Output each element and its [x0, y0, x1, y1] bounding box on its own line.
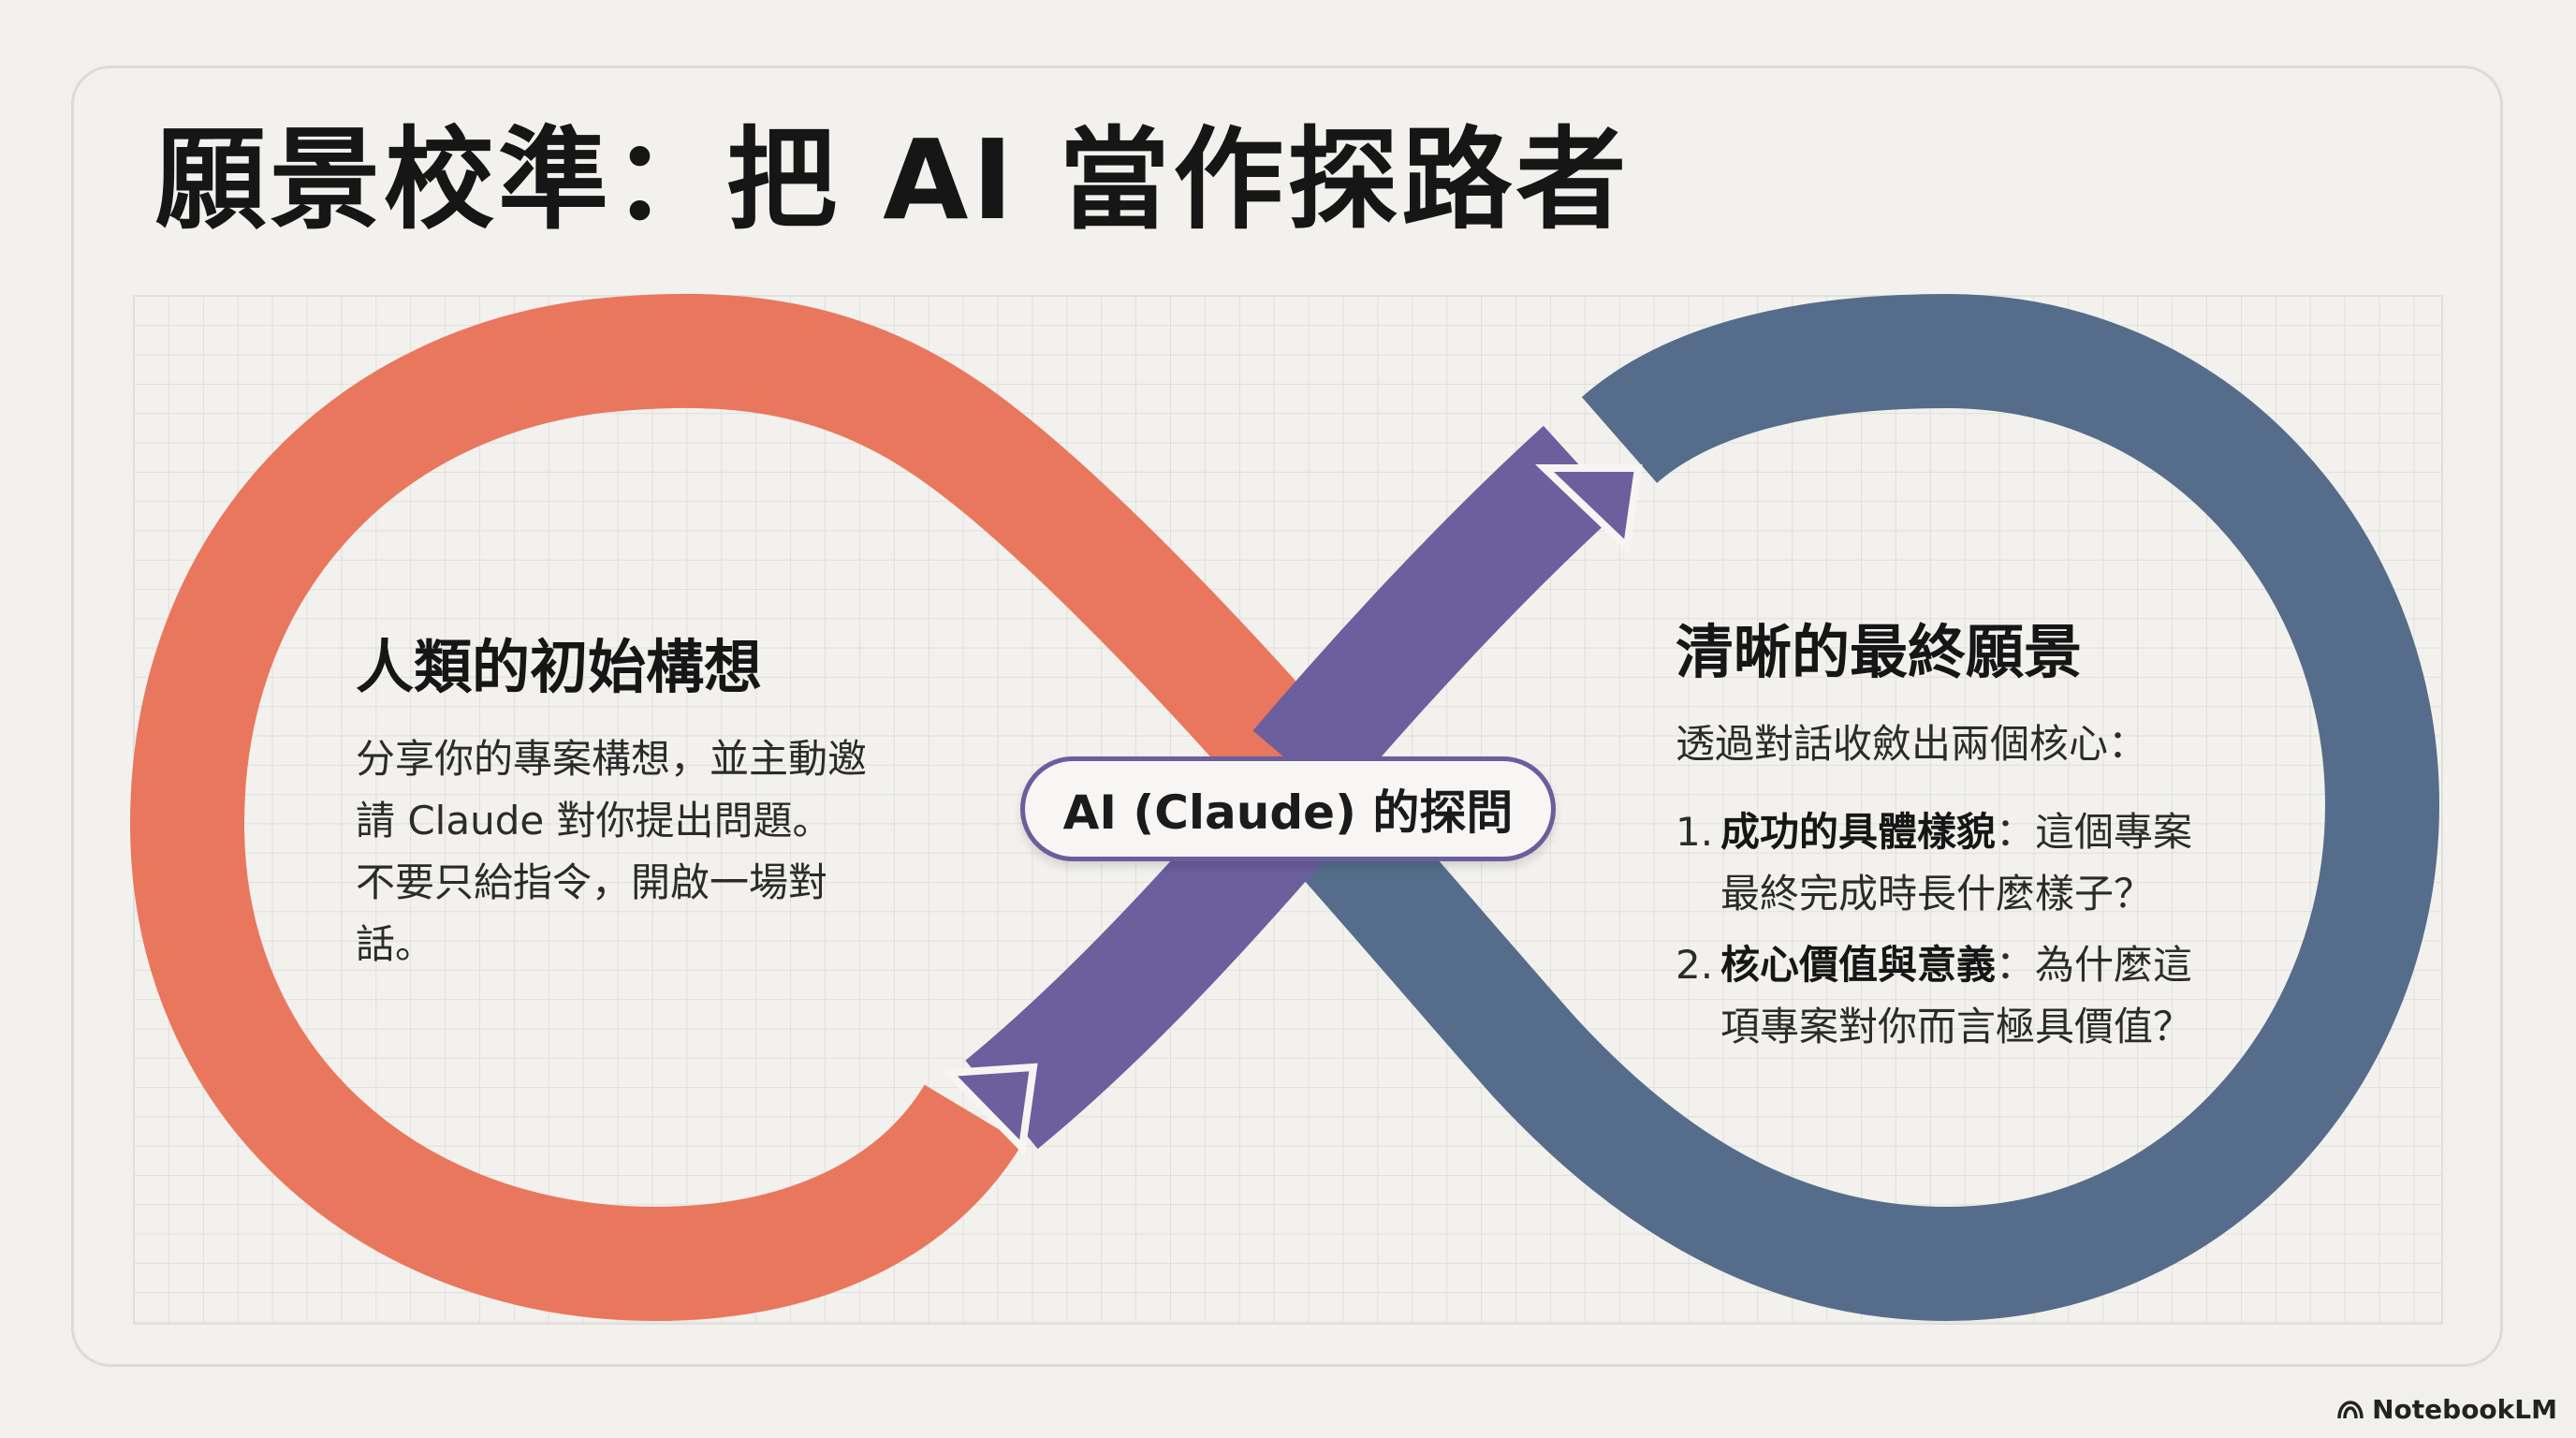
ai-inquiry-arrowhead-upper — [1535, 464, 1643, 555]
human-idea-line: 請 Claude 對你提出問題。 — [356, 798, 832, 844]
final-vision-block: 清晰的最終願景 透過對話收斂出兩個核心： 1.成功的具體樣貌：這個專案 最終完成… — [1676, 618, 2275, 1067]
vision-point-text: ：這個專案 — [1996, 809, 2193, 856]
human-idea-loop — [129, 293, 1339, 1322]
vision-point-number: 1. — [1676, 809, 1714, 856]
vision-point-2: 2.核心價值與意義：為什麼這 項專案對你而言極具價值？ — [1676, 934, 2275, 1058]
human-idea-text: 分享你的專案構想，並主動邀 請 Claude 對你提出問題。 不要只給指令，開啟… — [356, 728, 955, 976]
brand-label: NotebookLM — [2372, 1394, 2557, 1425]
vision-point-text: 最終完成時長什麼樣子？ — [1720, 871, 2154, 917]
vision-point-title: 成功的具體樣貌 — [1720, 809, 1997, 856]
human-idea-block: 人類的初始構想 分享你的專案構想，並主動邀 請 Claude 對你提出問題。 不… — [356, 633, 955, 976]
vision-point-1: 1.成功的具體樣貌：這個專案 最終完成時長什麼樣子？ — [1676, 801, 2275, 925]
notebooklm-watermark: NotebookLM — [2336, 1394, 2557, 1425]
human-idea-line: 不要只給指令，開啟一場對 — [356, 859, 828, 906]
page-title: 願景校準：把 AI 當作探路者 — [155, 115, 1631, 244]
ai-inquiry-label: AI (Claude) 的探問 — [1020, 756, 1556, 861]
ai-inquiry-arrowhead-lower — [941, 1063, 1038, 1156]
vision-point-text: 項專案對你而言極具價值？ — [1720, 1004, 2193, 1050]
human-idea-line: 話。 — [356, 921, 435, 968]
final-vision-heading: 清晰的最終願景 — [1676, 618, 2083, 686]
human-idea-heading: 人類的初始構想 — [356, 633, 763, 701]
final-vision-intro: 透過對話收斂出兩個核心： — [1676, 721, 2148, 768]
vision-point-text: ：為什麼這 — [1996, 942, 2193, 989]
vision-point-title: 核心價值與意義 — [1720, 942, 1997, 989]
vision-point-number: 2. — [1676, 942, 1714, 989]
final-vision-loop — [1254, 293, 2440, 1322]
human-idea-line: 分享你的專案構想，並主動邀 — [356, 736, 868, 783]
notebooklm-logo-icon — [2337, 1400, 2364, 1418]
ai-inquiry-arrow-upper — [1252, 425, 1621, 805]
